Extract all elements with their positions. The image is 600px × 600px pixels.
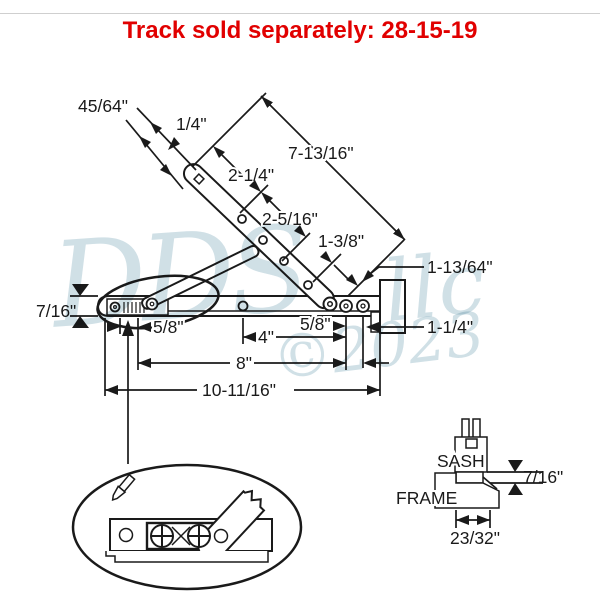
- dim-1-3-8: 1-3/8": [316, 229, 366, 286]
- dim-label-7-16-left: 7/16": [36, 301, 76, 321]
- dim-7-13-16: 7-13/16": [260, 95, 406, 241]
- pivot-pin-icon: [111, 473, 136, 502]
- detail-linkage-x: [171, 526, 191, 546]
- dim-label-7-16-right: 7/16": [523, 467, 563, 487]
- dim-5-8-right: 5/8": [298, 312, 346, 336]
- page-title: Track sold separately: 28-15-19: [122, 17, 478, 44]
- dim-label-10-11-16: 10-11/16": [202, 380, 276, 400]
- sash-tongue: [455, 471, 484, 484]
- dim-label-1-1-4: 1-1/4": [427, 317, 473, 337]
- dim-2-1-4: 2-1/4": [213, 146, 276, 204]
- arm-end-square-hole: [192, 172, 206, 186]
- dim-10-11-16: 10-11/16": [105, 378, 380, 402]
- frame-label: FRAME: [396, 488, 457, 508]
- extension-lines: [104, 316, 381, 396]
- arm-pivot-screw: [322, 296, 338, 312]
- dim-label-1-13-64: 1-13/64": [427, 257, 493, 277]
- dim-45-64: 45/64": [78, 96, 197, 171]
- detail-end-hole: [118, 527, 134, 543]
- detail-view: [71, 463, 303, 591]
- dim-1-13-64: 1-13/64": [362, 255, 495, 282]
- detail-view-ellipse: [71, 463, 303, 591]
- detail-base-plate: [105, 551, 269, 563]
- dim-label-1-3-8: 1-3/8": [318, 231, 364, 251]
- dim-1-1-4: 1-1/4": [366, 315, 475, 339]
- sash-frame-cross-section: SASH FRAME 7/16" 23/32": [394, 418, 563, 548]
- sash-label: SASH: [437, 451, 485, 471]
- track-screws: [109, 297, 370, 313]
- dim-label-2-5-16: 2-5/16": [262, 209, 318, 229]
- dim-label-45-64: 45/64": [78, 96, 128, 116]
- frame-profile: [434, 472, 500, 509]
- dim-label-5-8-left: 5/8": [153, 317, 184, 337]
- dim-23-32: 23/32": [450, 510, 500, 548]
- dim-7-16-left: 7/16": [36, 284, 98, 328]
- dim-label-7-13-16: 7-13/16": [288, 143, 354, 163]
- dim-label-23-32: 23/32": [450, 528, 500, 548]
- dim-1-4: 1/4": [125, 114, 207, 190]
- arm-rivet-holes: [237, 214, 313, 290]
- dim-label-5-8-right: 5/8": [300, 314, 331, 334]
- image-top-border: [0, 13, 600, 14]
- dim-4: 4": [243, 325, 346, 349]
- dim-label-2-1-4: 2-1/4": [228, 165, 274, 185]
- mount-bracket: [370, 279, 406, 334]
- dim-label-8: 8": [236, 353, 252, 373]
- detail-leader-line: [122, 320, 134, 464]
- dim-7-16-right: 7/16": [487, 460, 563, 495]
- dim-label-4: 4": [258, 327, 274, 347]
- dim-2-5-16: 2-5/16": [260, 197, 320, 237]
- detail-callout-ellipse: [96, 274, 220, 330]
- detail-phillips-screws: [150, 524, 211, 548]
- dim-5-8-left: 5/8": [107, 315, 186, 339]
- dim-8: 8": [138, 351, 389, 375]
- dim-label-1-4: 1/4": [176, 114, 207, 134]
